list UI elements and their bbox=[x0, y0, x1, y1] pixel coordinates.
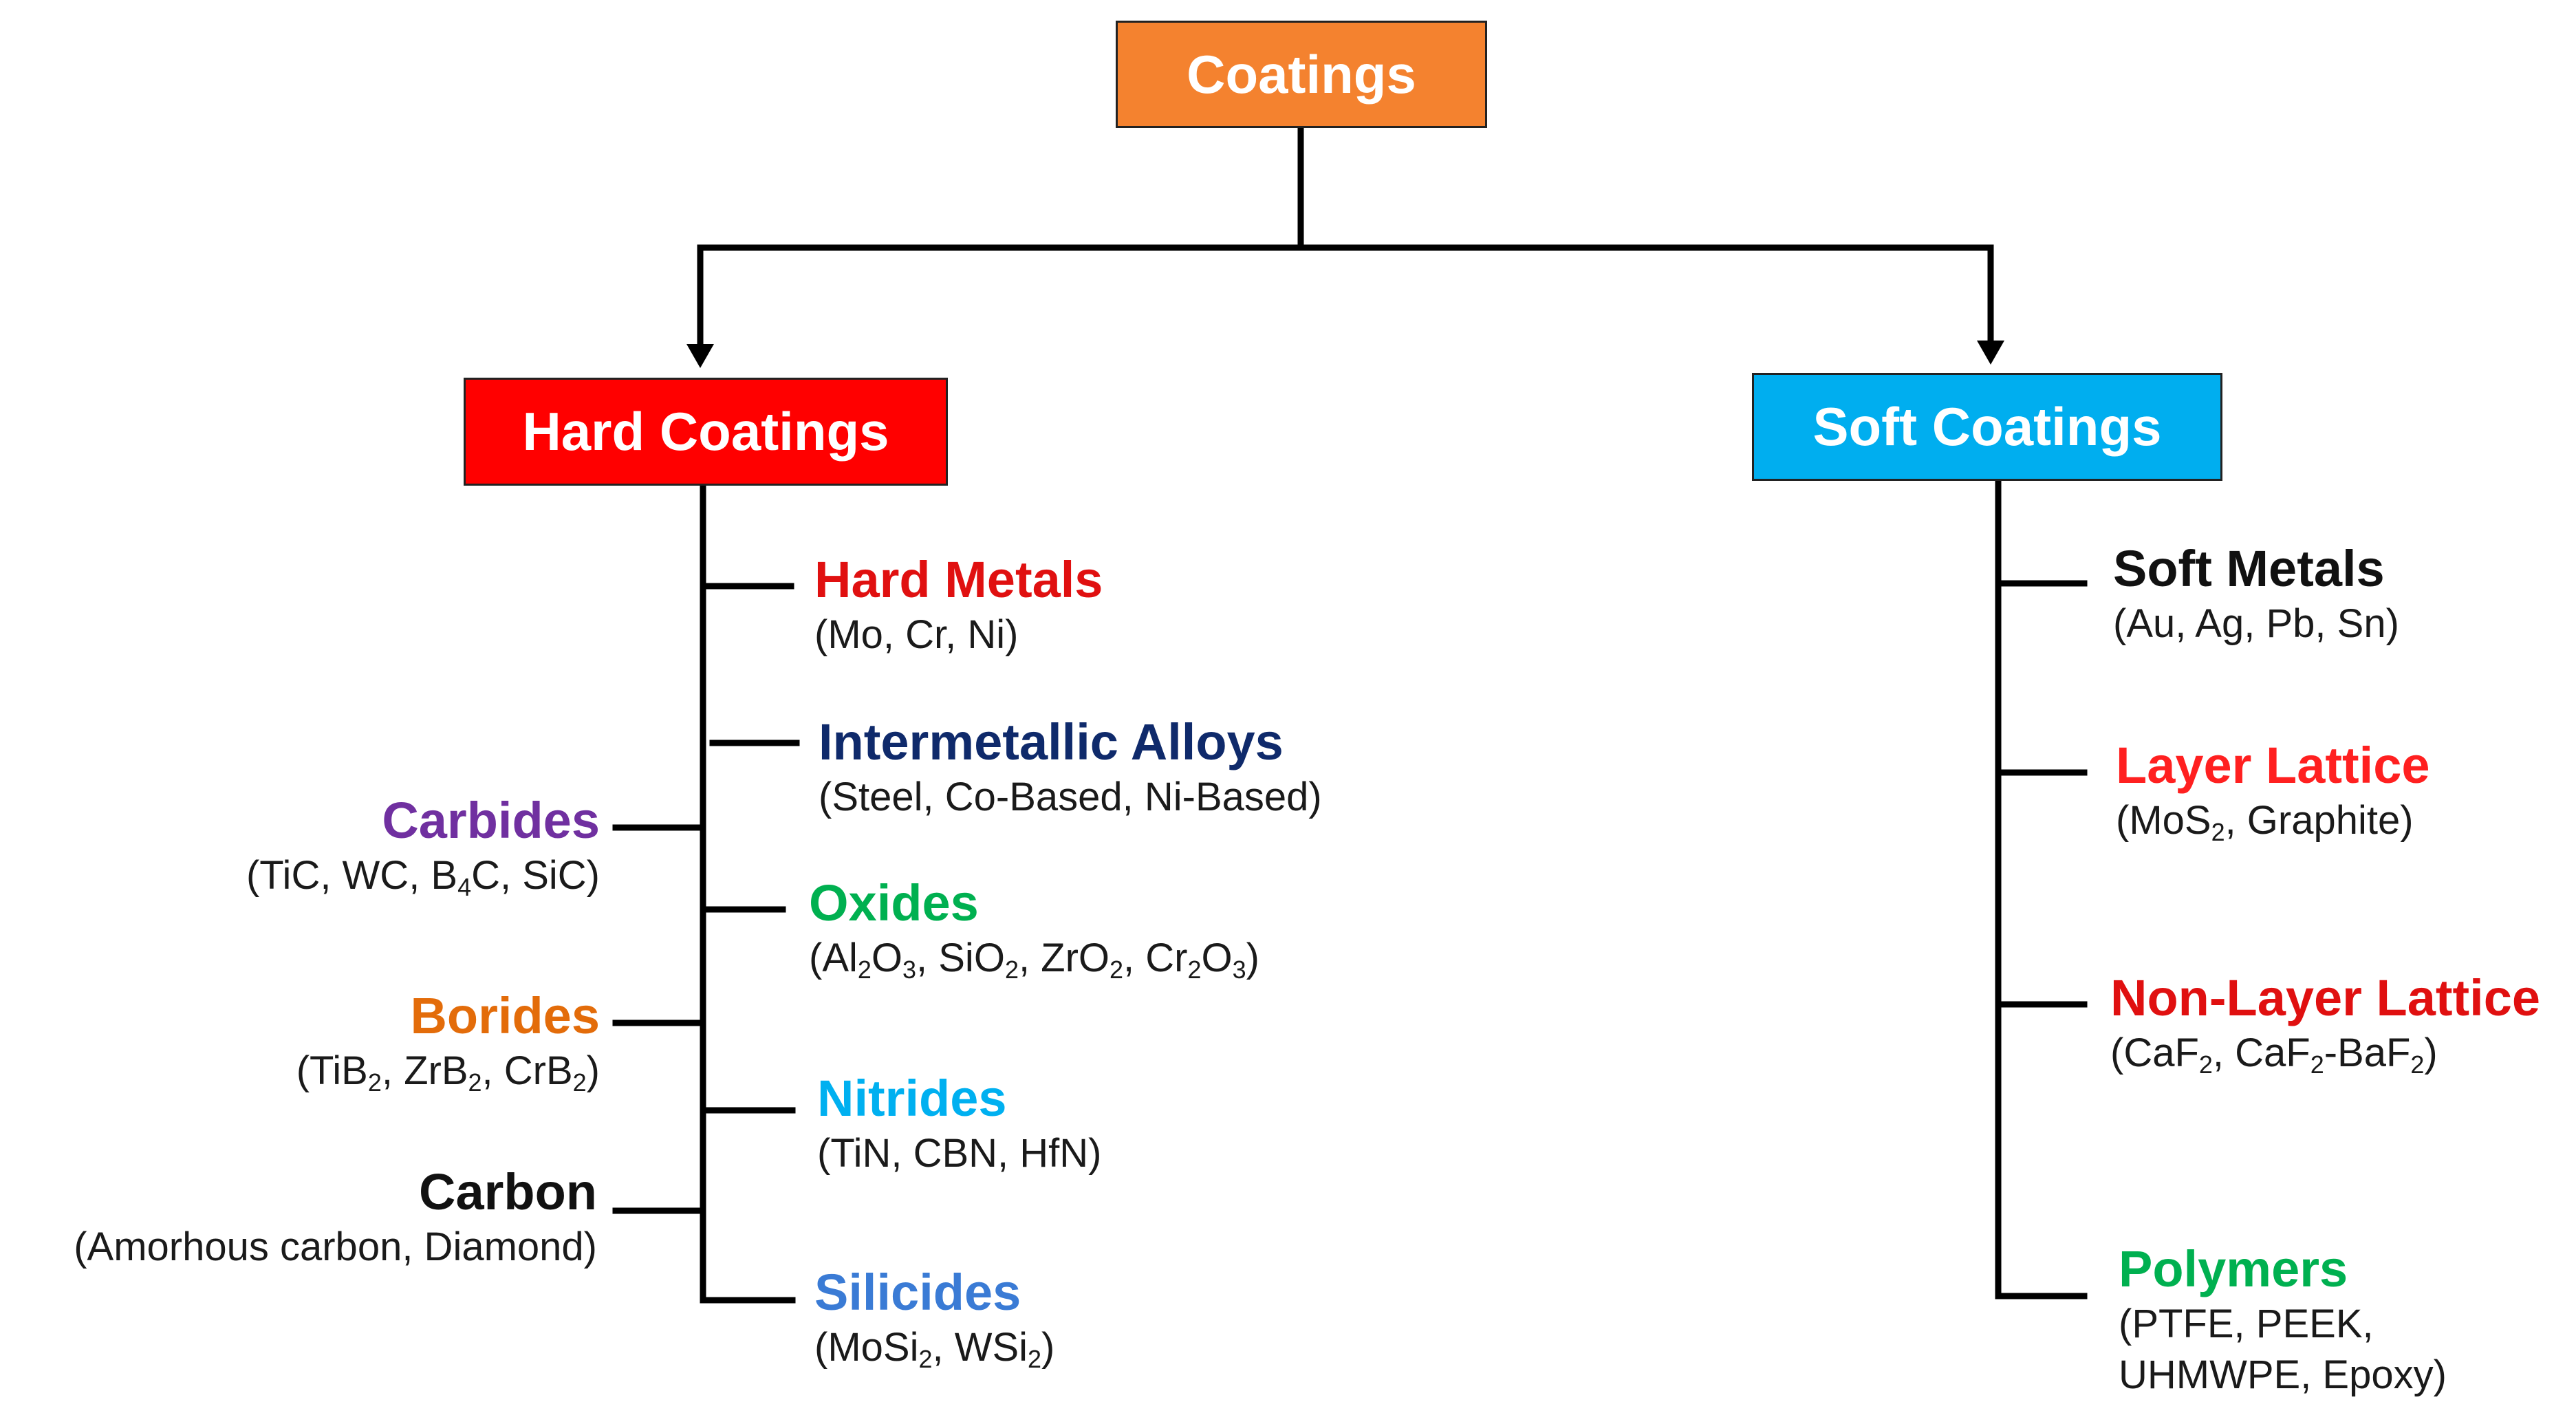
silicides-examples: (MoSi2, WSi2) bbox=[814, 1325, 1055, 1374]
soft-coatings-label: Soft Coatings bbox=[1812, 396, 2162, 457]
nitrides-label: Nitrides (TiN, CBN, HfN) bbox=[817, 1069, 1101, 1179]
silicides-title: Silicides bbox=[814, 1264, 1021, 1321]
hard-coatings-box: Hard Coatings bbox=[464, 378, 948, 486]
oxides-label: Oxides (Al2O3, SiO2, ZrO2, Cr2O3) bbox=[809, 874, 1259, 984]
intermetallic-title: Intermetallic Alloys bbox=[819, 713, 1284, 770]
carbides-examples: (TiC, WC, B4C, SiC) bbox=[246, 853, 600, 902]
borides-label: Borides (TiB2, ZrB2, CrB2) bbox=[296, 986, 600, 1097]
intermetallic-examples: (Steel, Co-Based, Ni-Based) bbox=[819, 775, 1322, 819]
root-label: Coatings bbox=[1187, 43, 1416, 105]
oxides-title: Oxides bbox=[809, 874, 979, 931]
hard-metals-label: Hard Metals (Mo, Cr, Ni) bbox=[814, 550, 1103, 660]
hard-metals-examples: (Mo, Cr, Ni) bbox=[814, 612, 1019, 657]
polymers-examples-line2: UHMWPE, Epoxy) bbox=[2119, 1352, 2447, 1397]
hard-coatings-label: Hard Coatings bbox=[522, 401, 889, 462]
soft-metals-examples: (Au, Ag, Pb, Sn) bbox=[2113, 601, 2399, 646]
polymers-label: Polymers (PTFE, PEEK, UHMWPE, Epoxy) bbox=[2119, 1240, 2447, 1401]
borides-title: Borides bbox=[410, 987, 600, 1044]
carbides-title: Carbides bbox=[382, 792, 600, 849]
soft-arrowhead bbox=[1977, 341, 2004, 365]
layer-lattice-label: Layer Lattice (MoS2, Graphite) bbox=[2116, 736, 2430, 846]
non-layer-lattice-examples: (CaF2, CaF2-BaF2) bbox=[2110, 1031, 2438, 1079]
soft-coatings-box: Soft Coatings bbox=[1752, 373, 2222, 481]
carbon-examples: (Amorhous carbon, Diamond) bbox=[74, 1225, 597, 1269]
oxides-examples: (Al2O3, SiO2, ZrO2, Cr2O3) bbox=[809, 936, 1259, 984]
polymers-examples: (PTFE, PEEK, bbox=[2119, 1302, 2374, 1346]
nitrides-examples: (TiN, CBN, HfN) bbox=[817, 1131, 1102, 1176]
layer-lattice-title: Layer Lattice bbox=[2116, 737, 2430, 794]
borides-examples: (TiB2, ZrB2, CrB2) bbox=[296, 1048, 600, 1097]
hard-arrowhead bbox=[686, 344, 714, 368]
polymers-title: Polymers bbox=[2119, 1240, 2348, 1297]
carbides-label: Carbides (TiC, WC, B4C, SiC) bbox=[246, 791, 600, 901]
soft-metals-label: Soft Metals (Au, Ag, Pb, Sn) bbox=[2113, 539, 2399, 649]
root-box: Coatings bbox=[1116, 21, 1487, 128]
non-layer-lattice-title: Non-Layer Lattice bbox=[2110, 969, 2541, 1026]
silicides-label: Silicides (MoSi2, WSi2) bbox=[814, 1263, 1054, 1373]
carbon-title: Carbon bbox=[419, 1163, 597, 1220]
non-layer-lattice-label: Non-Layer Lattice (CaF2, CaF2-BaF2) bbox=[2110, 969, 2540, 1079]
hard-metals-title: Hard Metals bbox=[814, 551, 1103, 608]
nitrides-title: Nitrides bbox=[817, 1070, 1007, 1127]
layer-lattice-examples: (MoS2, Graphite) bbox=[2116, 798, 2414, 847]
soft-metals-title: Soft Metals bbox=[2113, 540, 2385, 597]
intermetallic-label: Intermetallic Alloys (Steel, Co-Based, N… bbox=[819, 713, 1322, 823]
carbon-label: Carbon (Amorhous carbon, Diamond) bbox=[74, 1163, 597, 1273]
